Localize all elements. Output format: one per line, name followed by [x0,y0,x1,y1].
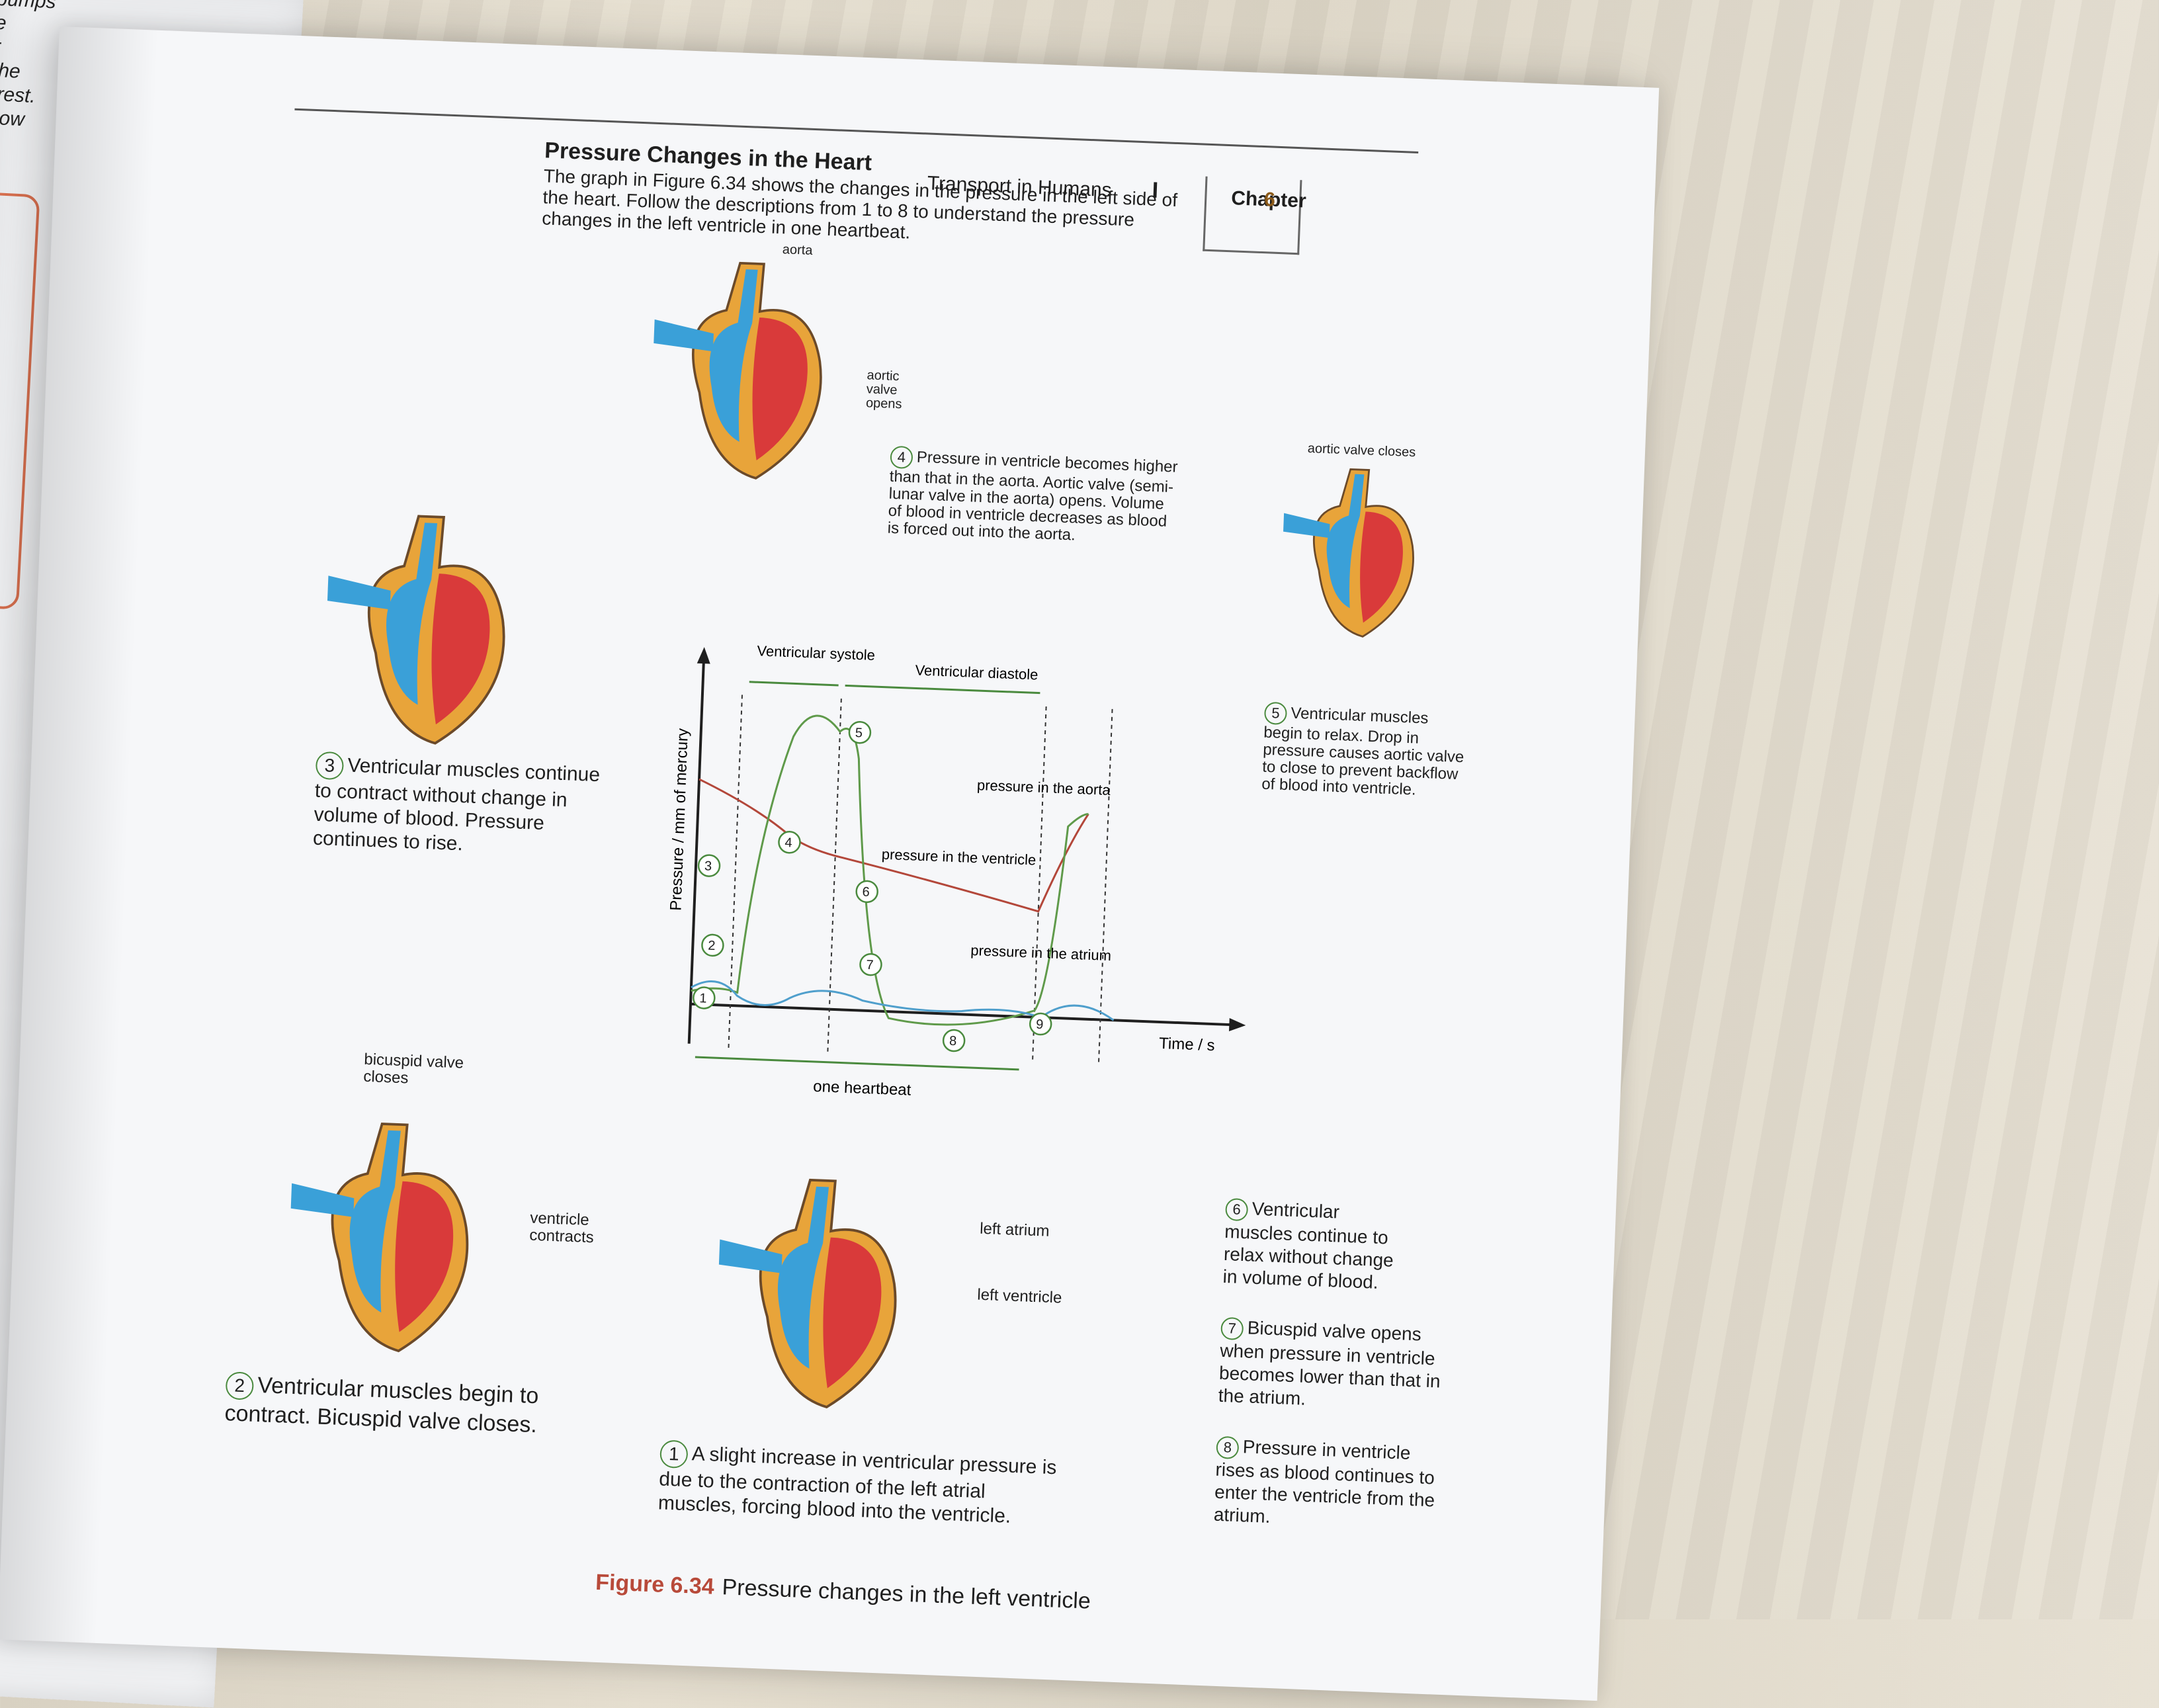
heart-diagram-isovolumetric [327,515,505,745]
marker-circle [697,854,721,877]
chapter-number: 6 [1263,189,1276,211]
step-number: 3 [315,751,345,781]
marker-label: 5 [855,726,863,740]
step-number: 2 [225,1371,255,1400]
dashed-marker [728,695,743,1052]
step-number: 1 [659,1439,689,1469]
label-aorta: aorta [782,242,813,258]
marker-circle [855,880,878,904]
step-number: 8 [1216,1435,1240,1459]
figure-number: Figure 6.34 [595,1569,715,1600]
label-aortic-valve-opens: aortic valve opens [865,368,902,412]
marker-circle [942,1029,966,1052]
y-axis-arrow [697,647,710,664]
x-axis-arrow [1228,1018,1246,1031]
marker-circle [859,953,882,976]
marker-circle [701,933,724,957]
marker-label: 3 [704,859,712,873]
left-page-text: t pumps he er , the g rest. y low [0,0,57,133]
step-number: 4 [890,445,913,469]
left-page-box [0,190,40,610]
x-axis-label: Time / s [1159,1035,1215,1054]
marker-label: 2 [708,939,716,953]
marker-label: 9 [1036,1017,1044,1032]
left-line: , the [0,59,21,83]
atrium-curve-label: pressure in the atrium [970,942,1112,964]
marker-label: 7 [866,958,874,972]
dashed-marker [1097,708,1113,1066]
step-text: Pressure in ventricle becomes higher tha… [887,448,1179,544]
heart-diagram-atrial-contract [718,1178,897,1409]
label-left-ventricle: left ventricle [976,1285,1062,1307]
aorta-curve-label: pressure in the aorta [977,777,1111,798]
diastole-arrow [845,684,1040,695]
step-number: 5 [1263,701,1288,725]
y-axis [687,660,705,1044]
diastole-label: Ventricular diastole [915,662,1038,683]
marker-circle [1029,1012,1052,1036]
marker-circle [693,986,716,1009]
marker-label: 4 [784,835,792,850]
y-axis-label: Pressure / mm of mercury [667,728,692,911]
label-ventricle-contracts: ventricle contracts [529,1209,595,1247]
heart-diagram-contracting [290,1122,469,1353]
pressure-chart: Pressure / mm of mercury Time / s Ventri… [667,642,1246,1099]
atrium-curve [691,980,1115,1021]
header-rule [294,108,1419,153]
heartbeat-arrow [695,1056,1019,1071]
marker-label: 8 [949,1034,957,1048]
heart-diagram-aortic-close [1283,468,1414,638]
aorta-curve [698,778,1089,913]
ventricle-curve [691,714,1089,1026]
chart-markers: 1 2 3 4 5 6 7 8 9 [693,720,1052,1052]
step-text: A slight increase in ventricular pressur… [657,1443,1058,1527]
step-text: Ventricular muscles begin to relax. Drop… [1261,704,1464,799]
dashed-marker [827,699,842,1056]
label-bicuspid-valve-closes: bicuspid valve closes [362,1050,464,1088]
label-aortic-valve-closes: aortic valve closes [1307,441,1416,460]
left-line: he [0,11,7,34]
marker-label: 6 [862,885,870,900]
heart-diagram-aortic-open [654,261,822,480]
step-text: Ventricular muscles begin to contract. B… [224,1373,540,1438]
step-text: Bicuspid valve opens when pressure in ve… [1218,1317,1441,1409]
left-line: er [0,34,54,62]
marker-circle [778,831,801,854]
x-axis [690,1002,1233,1027]
step-text: Ventricular muscles continue to relax wi… [1222,1198,1394,1293]
figure-caption-text: Pressure changes in the left ventricle [721,1574,1091,1614]
textbook-page: Transport in Humans I Chapter 6 Pressure… [0,26,1660,1701]
step-text: Pressure in ventricle rises as blood con… [1213,1436,1435,1527]
dashed-marker [1031,706,1047,1064]
marker-circle [848,720,872,744]
systole-arrow [749,681,839,687]
systole-label: Ventricular systole [757,642,875,663]
heartbeat-label: one heartbeat [813,1078,911,1099]
left-line: g rest. [0,83,36,108]
step-number: 6 [1225,1197,1249,1221]
step-text: Ventricular muscles continue to contract… [312,754,601,855]
left-line: y low [0,107,25,131]
marker-label: 1 [699,991,707,1005]
label-left-atrium: left atrium [979,1219,1050,1240]
step-number: 7 [1220,1316,1244,1340]
ventricle-curve-label: pressure in the ventricle [881,846,1036,869]
